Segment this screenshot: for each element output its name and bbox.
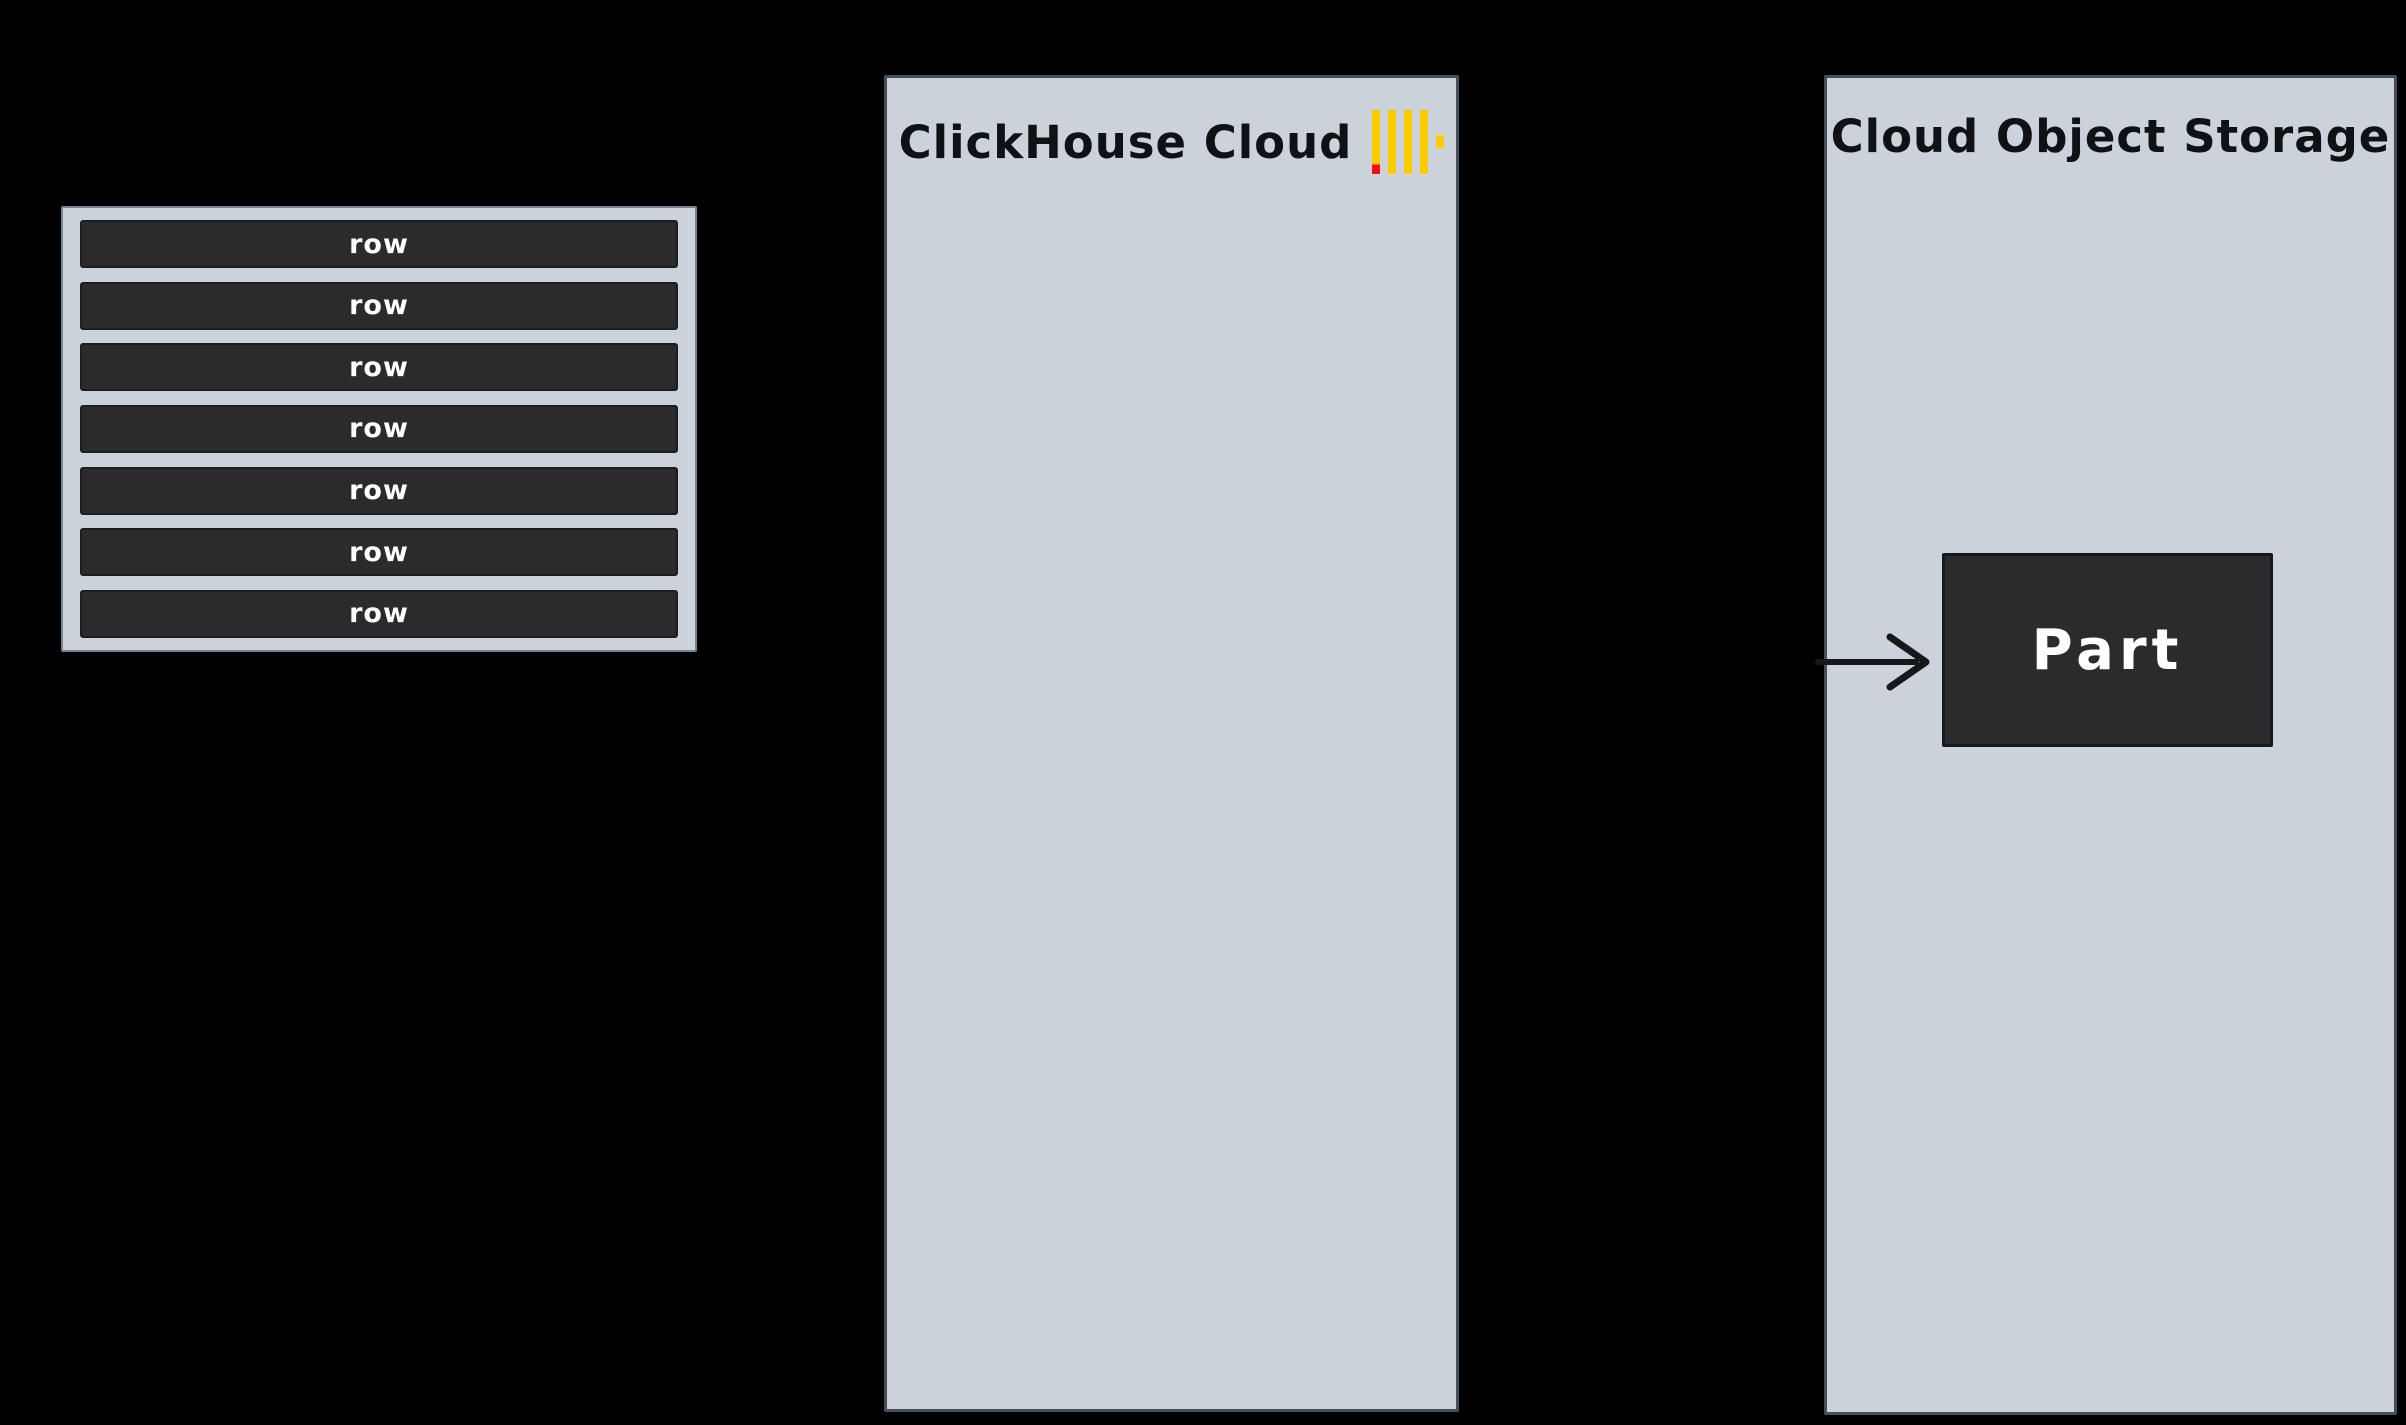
table-row: row: [80, 589, 678, 638]
logo-bar: [1388, 110, 1397, 174]
row-label: row: [349, 598, 409, 630]
part-label: Part: [2031, 617, 2184, 683]
clickhouse-cloud-header: ClickHouse Cloud: [887, 110, 1456, 174]
logo-bar: [1404, 110, 1413, 174]
table-row: row: [80, 281, 678, 330]
row-label: row: [349, 536, 409, 568]
part-box: Part: [1942, 553, 2273, 747]
row-label: row: [349, 290, 409, 322]
clickhouse-cloud-title: ClickHouse Cloud: [898, 115, 1353, 169]
rows-table: row row row row row row row: [61, 206, 697, 652]
cloud-object-storage-panel: Cloud Object Storage Part: [1824, 75, 2397, 1415]
table-row: row: [80, 220, 678, 268]
table-row: row: [80, 404, 678, 453]
logo-bar-red: [1372, 110, 1381, 174]
clickhouse-cloud-panel: ClickHouse Cloud: [884, 75, 1459, 1412]
cloud-object-storage-header: Cloud Object Storage: [1827, 110, 2394, 163]
table-row: row: [80, 528, 678, 577]
logo-bar-short: [1436, 135, 1445, 148]
row-label: row: [349, 413, 409, 445]
clickhouse-logo-icon: [1372, 110, 1445, 174]
table-row: row: [80, 466, 678, 515]
arrow-icon: [1815, 633, 1930, 691]
row-label: row: [349, 351, 409, 383]
row-label: row: [349, 475, 409, 507]
row-label: row: [349, 228, 409, 260]
logo-bar: [1420, 110, 1429, 174]
table-row: row: [80, 343, 678, 392]
cloud-object-storage-title: Cloud Object Storage: [1830, 110, 2391, 163]
